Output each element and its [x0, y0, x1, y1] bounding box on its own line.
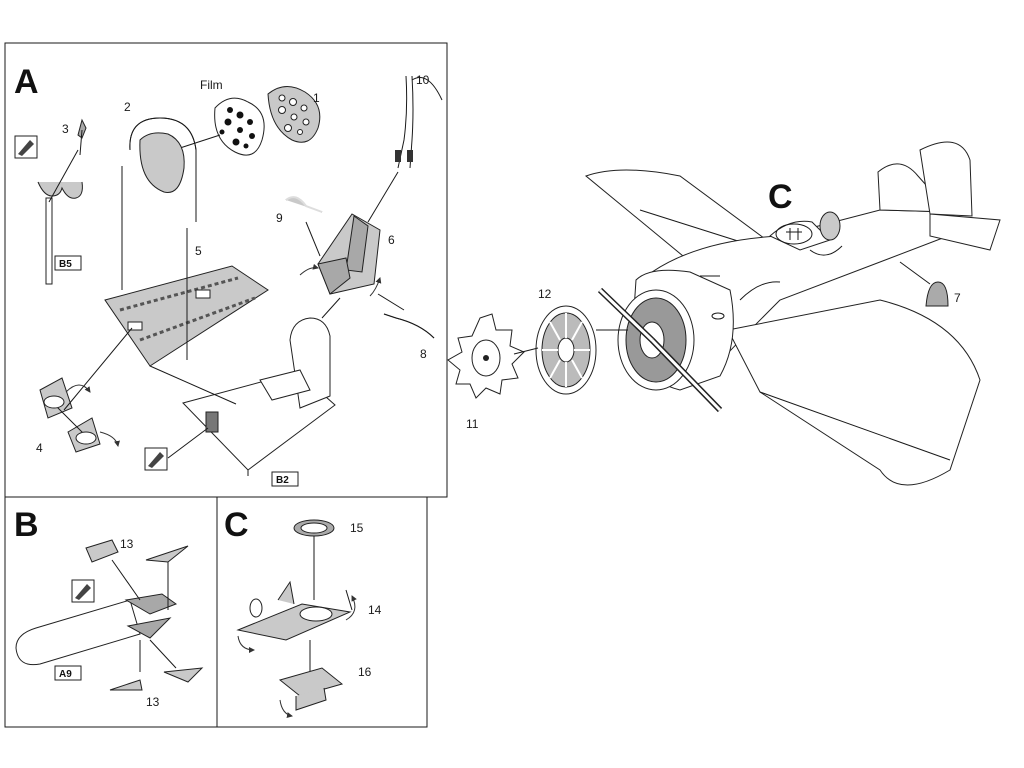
panel-b-letter: B	[14, 506, 39, 544]
ref-b2-label: B2	[276, 475, 289, 486]
panel-a-letter: A	[14, 63, 39, 101]
cutting-knife-icon	[14, 135, 38, 159]
part-16-label: 16	[358, 665, 372, 679]
part-16-bracket	[278, 667, 344, 711]
tail-cone-a9	[15, 593, 178, 666]
aircraft-fuselage	[584, 141, 1001, 486]
part-14-label: 14	[368, 603, 382, 617]
part-8-strap	[383, 313, 435, 339]
part-7-label: 7	[954, 291, 961, 305]
panel-c-frame	[216, 496, 428, 728]
part-13-tailplane-pieces	[85, 539, 204, 691]
part-15-label: 15	[350, 521, 364, 535]
film-instrument-panel	[214, 97, 265, 156]
ref-a9-label: A9	[59, 669, 72, 680]
part-9-label: 9	[276, 211, 283, 225]
part-10-belts	[395, 75, 443, 169]
part-11-engine-plate	[447, 313, 525, 399]
part-6-seat	[317, 213, 381, 295]
part-2-cockpit-frame	[129, 117, 197, 222]
part-11-label: 11	[466, 417, 479, 431]
part-3-label: 3	[62, 122, 69, 136]
ref-b5-label: B5	[59, 259, 72, 270]
part-13-label-bottom: 13	[146, 695, 160, 709]
film-label: Film	[200, 78, 223, 92]
part-15-ring	[293, 519, 335, 537]
part-7-headrest	[925, 281, 949, 307]
cutting-knife-icon-2	[144, 447, 168, 471]
cutting-knife-icon-3	[71, 579, 95, 603]
control-stick-b5	[37, 149, 83, 285]
part-10-label: 10	[416, 73, 430, 87]
part-3-lever	[77, 118, 87, 156]
aircraft-detail-letter: C	[768, 178, 793, 216]
part-13-label-top: 13	[120, 537, 134, 551]
part-1-label: 1	[313, 91, 320, 105]
part-12-engine-front	[535, 305, 597, 395]
panel-c-letter: C	[224, 506, 249, 544]
part-5-label: 5	[195, 244, 202, 258]
part-4-label: 4	[36, 441, 43, 455]
part-1-instrument-panel	[267, 86, 321, 143]
part-6-label: 6	[388, 233, 395, 247]
part-12-label: 12	[538, 287, 552, 301]
part-2-label: 2	[124, 100, 131, 114]
part-8-label: 8	[420, 347, 427, 361]
part-4-rudder-pedals	[39, 377, 101, 453]
part-9-strap	[285, 196, 323, 213]
part-14-mount	[236, 580, 353, 641]
seat-bulkhead-b2	[182, 317, 336, 476]
